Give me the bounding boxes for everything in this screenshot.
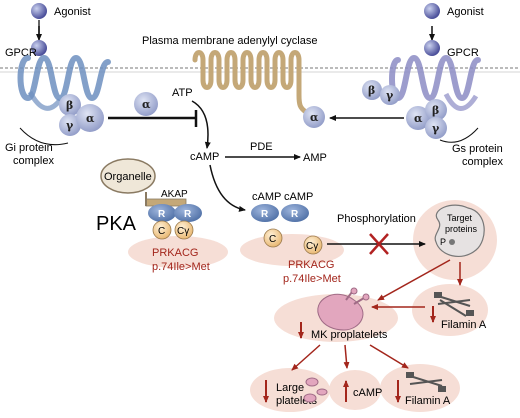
outcome-arrows xyxy=(291,344,409,371)
agonist-left: Agonist GPCR xyxy=(5,3,91,59)
camp-r2-label: cAMP xyxy=(284,191,313,203)
alpha-gs-label: α xyxy=(414,112,423,125)
r1-label: R xyxy=(158,209,166,220)
alpha-free-gs-gamma-label: γ xyxy=(386,89,394,102)
p-label-label: P xyxy=(440,237,446,247)
pka-label: PKA xyxy=(96,213,137,235)
gi-inhibition: α xyxy=(108,92,198,127)
atp-camp-conversion: ATP cAMP PDE AMP xyxy=(172,87,327,164)
prkacg-right-2-label: p.74Ile>Met xyxy=(283,273,341,285)
beta-gi-label: β xyxy=(66,99,73,112)
gi-protein-complex: β γ α Gi protein complex xyxy=(5,94,104,167)
agonist-right-label: Agonist xyxy=(447,6,484,18)
gs-protein-complex: α β γ Gs protein complex xyxy=(329,99,503,168)
r4-label: R xyxy=(291,209,299,220)
phosphorylation-label: Phosphorylation xyxy=(337,213,416,225)
gi-line1-label: Gi protein xyxy=(5,142,53,154)
target-proteins: Target proteins P xyxy=(434,204,485,258)
gamma-gs-label: γ xyxy=(432,122,440,135)
gs-free-beta-gamma: β γ xyxy=(362,80,400,105)
beta-gs-label: β xyxy=(432,104,439,117)
large-platelets: Large platelets xyxy=(263,377,328,407)
atp-label: ATP xyxy=(172,87,193,99)
membrane-ac-label: Plasma membrane adenylyl cyclase xyxy=(142,35,317,47)
prkacg-left-2-label: p.74Ile>Met xyxy=(152,261,210,273)
alpha-free-gs-beta-label: β xyxy=(368,84,375,97)
camp-r1-label: cAMP xyxy=(252,191,281,203)
phosphorylation-blocked: Phosphorylation xyxy=(327,213,426,255)
alpha-gi-label: α xyxy=(86,112,95,125)
pka-activation: cAMP cAMP R R C Cγ PRKACG p.74Ile>Met xyxy=(209,164,341,285)
pka-holoenzyme: PKA R R C Cγ PRKACG p.74Ile>Met xyxy=(96,204,210,273)
gamma-gi-label: γ xyxy=(66,119,74,132)
filamin-a-bottom: Filamin A xyxy=(395,372,451,407)
target-downstream-arrows xyxy=(371,259,463,310)
gs-line2-label: complex xyxy=(462,156,503,168)
akap-label: AKAP xyxy=(161,189,188,200)
filamin-a-mid: Filamin A xyxy=(430,292,487,331)
target-1-label: Target xyxy=(447,213,473,223)
gi-line2-label: complex xyxy=(13,155,54,167)
agonist-ball-icon xyxy=(31,3,47,19)
bound-agonist-icon xyxy=(31,40,47,56)
filamin-a-bottom-label: Filamin A xyxy=(405,395,451,407)
gpcr-left-label: GPCR xyxy=(5,47,37,59)
agonist-right: Agonist GPCR xyxy=(424,3,484,59)
c1-label: C xyxy=(158,226,165,237)
agonist-left-label: Agonist xyxy=(54,6,91,18)
bound-agonist-icon xyxy=(424,40,440,56)
cy2-label: Cγ xyxy=(306,241,318,252)
gpcr-right-label: GPCR xyxy=(447,47,479,59)
mk-proplatelets: MK proplatelets xyxy=(298,287,388,341)
organelle-akap: Organelle AKAP xyxy=(100,158,188,207)
adenylyl-cyclase: Plasma membrane adenylyl cyclase α xyxy=(142,35,325,128)
target-2-label: proteins xyxy=(445,224,478,234)
large-1-label: Large xyxy=(276,382,304,394)
r2-label: R xyxy=(184,209,192,220)
alpha-free-gi-label: α xyxy=(142,98,151,111)
prkacg-right-1-label: PRKACG xyxy=(288,259,334,271)
prkacg-left-1-label: PRKACG xyxy=(152,247,198,259)
c2-label: C xyxy=(269,234,276,245)
mk-proplatelets-label: MK proplatelets xyxy=(311,329,388,341)
filamin-a-mid-label: Filamin A xyxy=(441,319,487,331)
camp-increase: cAMP xyxy=(343,380,382,402)
organelle-label: Organelle xyxy=(104,171,152,183)
alpha-ac-label: α xyxy=(310,111,319,124)
gpcr-left-receptor xyxy=(17,54,111,111)
camp-bottom-label: cAMP xyxy=(353,387,382,399)
pde-label: PDE xyxy=(250,141,273,153)
gs-line1-label: Gs protein xyxy=(452,143,503,155)
cy1-label: Cγ xyxy=(177,226,189,237)
camp-center-label: cAMP xyxy=(190,151,219,163)
amp-label: AMP xyxy=(303,152,327,164)
r3-label: R xyxy=(261,209,269,220)
agonist-ball-icon xyxy=(424,3,440,19)
